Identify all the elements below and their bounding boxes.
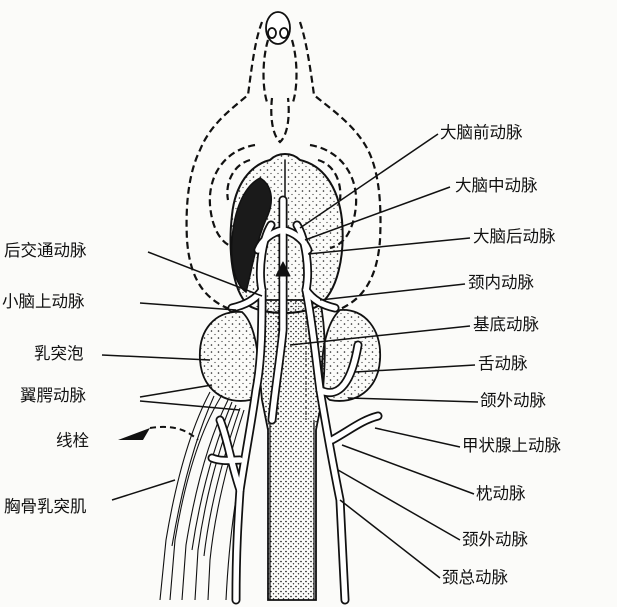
artery-network [207, 195, 383, 605]
label-basilar-artery: 基底动脉 [473, 315, 539, 334]
label-middle-cerebral-artery: 大脑中动脉 [455, 176, 538, 195]
label-sternocleidomastoid-muscle: 胸骨乳突肌 [4, 497, 87, 516]
dark-cortex-region [230, 177, 273, 294]
label-anterior-cerebral-artery: 大脑前动脉 [440, 123, 523, 142]
leader-lines [101, 133, 479, 579]
label-superior-thyroid-artery: 甲状腺上动脉 [462, 436, 561, 455]
embolus-thread-line [149, 425, 199, 441]
label-common-carotid-artery: 颈总动脉 [442, 568, 508, 587]
label-pterygopalatine-artery: 翼腭动脉 [20, 386, 86, 405]
olfactory-tip [265, 11, 291, 45]
label-tympanic-bulla: 乳突泡 [34, 344, 84, 363]
label-occipital-artery: 枕动脉 [476, 484, 526, 503]
label-external-carotid-artery: 颈外动脉 [462, 530, 528, 549]
label-internal-carotid-artery: 颈内动脉 [468, 273, 534, 292]
label-lingual-artery: 舌动脉 [478, 354, 528, 373]
tympanic-bulla-right [321, 309, 381, 402]
embolus-arrow [118, 428, 150, 440]
label-posterior-cerebral-artery: 大脑后动脉 [473, 227, 556, 246]
tympanic-bulla-left [199, 311, 260, 402]
label-superior-cerebellar-artery: 小脑上动脉 [2, 292, 85, 311]
label-posterior-communicating-artery: 后交通动脉 [4, 241, 87, 260]
label-embolus-thread: 线栓 [56, 431, 89, 450]
label-external-maxillary-artery: 颌外动脉 [480, 391, 546, 410]
